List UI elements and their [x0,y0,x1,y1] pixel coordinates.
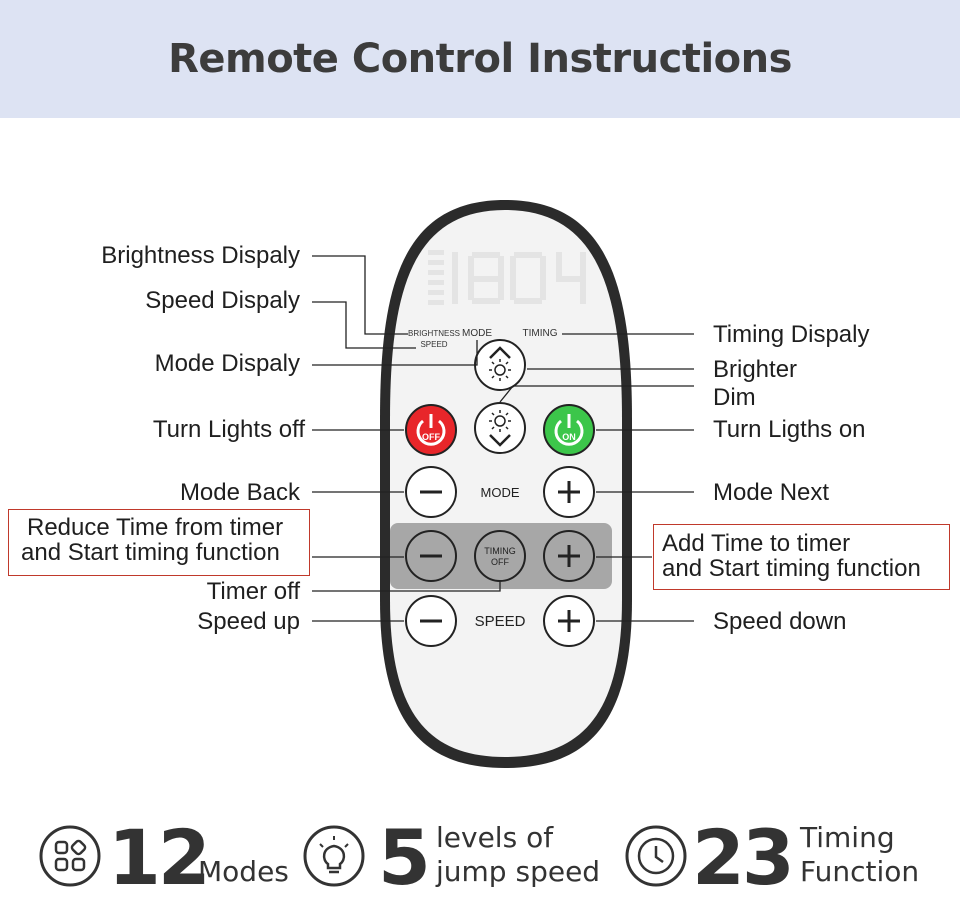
header-banner: Remote Control Instructions [0,0,960,118]
plus-icon [558,610,580,632]
label-mode-back: Mode Back [179,479,300,506]
label-timer-off: Timer off [206,578,300,605]
stat-modes-text: Modes [198,855,289,888]
timer-plus-button[interactable] [543,530,595,582]
label-reduce-time-line2: and Start timing function [21,539,280,566]
stat-timing-text-line2: Function [800,855,920,888]
timer-minus-button[interactable] [405,530,457,582]
power-icon [416,414,446,446]
timing-off-line2: OFF [491,557,509,567]
callout-add-time: Add Time to timer and Start timing funct… [653,524,950,590]
label-brightness-display: Brightness Dispaly [101,242,300,269]
off-button[interactable]: OFF [405,404,457,456]
speed-label: SPEED [475,613,526,630]
feature-stats: 12 Modes 5 levels of jump speed 23 Timin… [0,810,960,902]
speed-tag: SPEED [420,340,447,349]
callout-reduce-time: Reduce Time from timer and Start timing … [8,509,310,576]
timing-tag: TIMING [523,328,558,339]
mode-label: MODE [481,485,520,500]
stat-speed-text-line1: levels of [436,821,554,854]
dim-button[interactable] [474,402,526,454]
stat-timing-text-line1: Timing [800,821,895,854]
stat-timing-number: 23 [692,813,795,902]
on-label: ON [562,432,576,442]
led-display [428,250,586,305]
power-icon [554,414,584,446]
label-add-time-line1: Add Time to timer [662,530,851,557]
label-speed-down: Speed down [713,608,847,635]
sun-icon [489,359,511,381]
speed-down-button[interactable] [543,595,595,647]
speed-up-button[interactable] [405,595,457,647]
plus-icon [558,481,580,503]
modes-grid-icon [39,825,101,887]
label-turn-lights-off: Turn Lights off [152,416,305,443]
sun-icon [489,410,511,432]
label-timing-display: Timing Dispaly [713,321,870,348]
brightness-tag: BRIGHTNESS [408,329,460,338]
on-button[interactable]: ON [543,404,595,456]
label-reduce-time-line1: Reduce Time from timer [27,514,284,541]
mode-next-button[interactable] [543,466,595,518]
label-dim: Dim [713,384,756,411]
timing-off-line1: TIMING [484,546,516,556]
label-speed-display: Speed Dispaly [145,287,300,314]
label-turn-lights-on: Turn Ligths on [713,416,866,443]
label-mode-next: Mode Next [713,479,830,506]
page-title: Remote Control Instructions [168,36,792,82]
stat-modes-number: 12 [108,813,211,902]
lightbulb-icon [303,825,365,887]
stat-speed-number: 5 [378,813,431,902]
plus-icon [558,545,580,567]
brighter-button[interactable] [474,339,526,391]
callout-lines [312,255,694,622]
label-add-time-line2: and Start timing function [662,555,921,582]
label-speed-up: Speed up [197,608,300,635]
clock-icon [625,825,687,887]
stat-speed-text-line2: jump speed [436,855,601,888]
mode-back-button[interactable] [405,466,457,518]
label-mode-display: Mode Dispaly [154,350,300,377]
timing-off-button[interactable]: TIMING OFF [474,530,526,582]
mode-tag: MODE [462,328,492,339]
label-brighter: Brighter [713,356,798,383]
off-label: OFF [422,432,440,442]
